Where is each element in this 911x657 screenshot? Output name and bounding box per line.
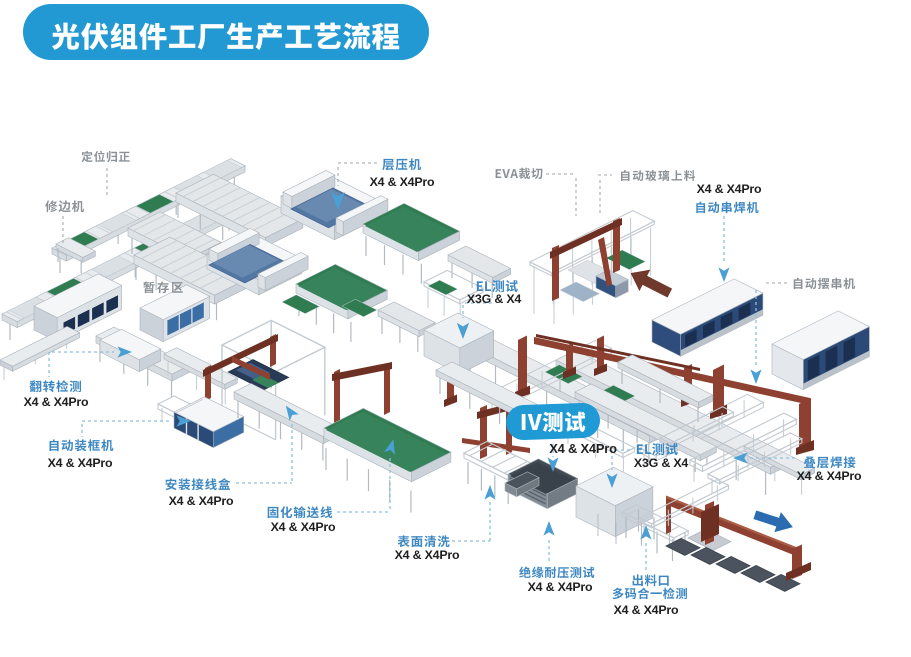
svg-text:X3G & X4: X3G & X4 <box>467 292 521 306</box>
svg-text:X4 & X4Pro: X4 & X4Pro <box>24 395 89 409</box>
svg-text:X4 & X4Pro: X4 & X4Pro <box>614 603 679 617</box>
svg-text:X4 & X4Pro: X4 & X4Pro <box>169 494 234 508</box>
svg-text:X4 & X4Pro: X4 & X4Pro <box>271 520 336 534</box>
svg-text:X3G & X4: X3G & X4 <box>634 456 688 470</box>
svg-text:X4 & X4Pro: X4 & X4Pro <box>48 456 113 470</box>
svg-text:X4 & X4Pro: X4 & X4Pro <box>528 580 593 594</box>
svg-text:X4 & X4Pro: X4 & X4Pro <box>370 175 435 189</box>
svg-text:X4 & X4Pro: X4 & X4Pro <box>697 182 762 196</box>
svg-text:X4 & X4Pro: X4 & X4Pro <box>797 469 862 483</box>
svg-text:X4 & X4Pro: X4 & X4Pro <box>395 548 460 562</box>
svg-text:X4 & X4Pro: X4 & X4Pro <box>549 441 617 456</box>
